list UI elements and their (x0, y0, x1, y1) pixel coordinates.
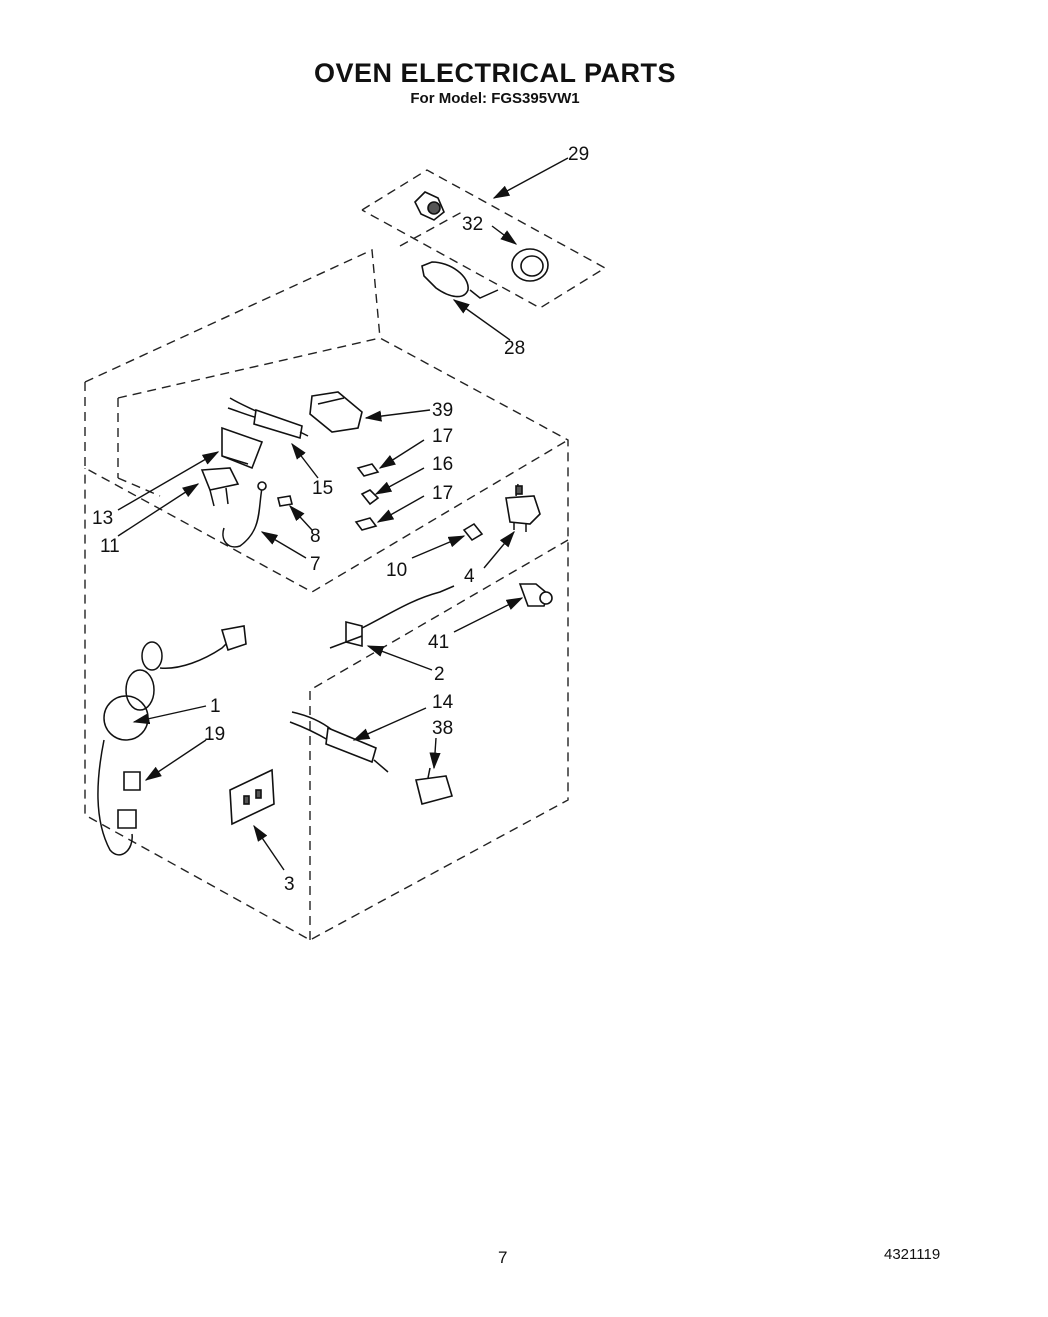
selector-switch-part (505, 483, 541, 532)
callout-17-upper: 17 (432, 426, 453, 447)
ignitor-part (227, 397, 309, 440)
callout-4: 4 (464, 566, 475, 587)
cabinet-outline (84, 248, 569, 941)
receptacle-part (229, 768, 275, 826)
callout-17-lower: 17 (432, 483, 453, 504)
cord-end-part (117, 809, 137, 829)
switch-part (360, 489, 380, 506)
insulator-part-upper (356, 463, 380, 477)
callout-41: 41 (428, 632, 449, 653)
callout-10: 10 (386, 560, 407, 581)
light-lens-part (511, 248, 549, 282)
callout-39: 39 (432, 400, 453, 421)
gas-valve-part (200, 467, 240, 507)
ground-wire-part (222, 481, 267, 548)
callout-15: 15 (312, 478, 333, 499)
callout-28: 28 (504, 338, 525, 359)
power-cord-part (97, 625, 247, 856)
callout-2: 2 (434, 664, 445, 685)
insulator-part-lower (354, 517, 378, 531)
callout-19: 19 (204, 724, 225, 745)
page-number: 7 (498, 1248, 508, 1267)
terminal-part (415, 767, 454, 805)
callout-38: 38 (432, 718, 453, 739)
page-title: OVEN ELECTRICAL PARTS (313, 58, 677, 88)
document-number: 4321119 (884, 1246, 941, 1263)
light-assembly-outline (361, 169, 607, 309)
temperature-sensor-part (518, 583, 553, 607)
terminal-block-part (309, 391, 363, 433)
light-socket-part (414, 191, 445, 221)
connector-part (462, 522, 484, 542)
callout-1: 1 (210, 696, 221, 717)
callout-16: 16 (432, 454, 453, 475)
leader-lines (117, 157, 569, 871)
callout-7: 7 (310, 554, 321, 575)
callout-13: 13 (92, 508, 113, 529)
mounting-bracket-part (221, 426, 264, 470)
callout-3: 3 (284, 874, 295, 895)
light-bulb-part (421, 261, 499, 299)
wire-clip-part (277, 495, 293, 507)
callout-11: 11 (100, 536, 120, 557)
model-subtitle: For Model: FGS395VW1 (410, 90, 580, 107)
oven-sensor-probe-part (329, 585, 455, 649)
callout-14: 14 (432, 692, 454, 713)
bake-ignitor-part (289, 711, 389, 773)
cord-connector-part (123, 771, 141, 791)
callout-29: 29 (568, 144, 589, 165)
callout-8: 8 (310, 526, 321, 547)
callout-32: 32 (462, 214, 483, 235)
